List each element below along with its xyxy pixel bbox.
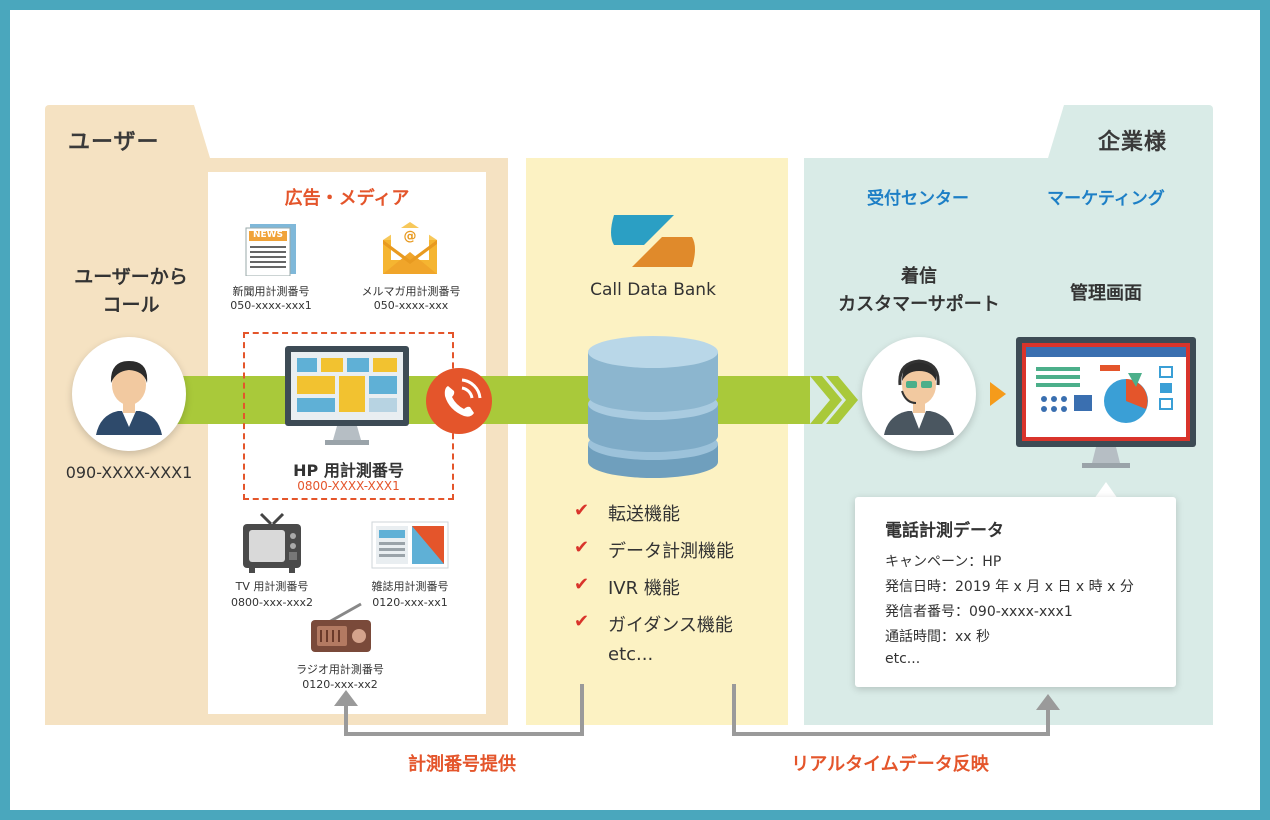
- feature-guidance: ガイダンス機能: [608, 615, 733, 636]
- user-tab-slant: [188, 105, 210, 158]
- provide-number-label: 計測番号提供: [408, 754, 516, 775]
- realtime-reflect-label: リアルタイムデータ反映: [791, 754, 989, 775]
- caller-line1: ユーザーから: [74, 266, 188, 288]
- tv-icon: [243, 512, 301, 573]
- radio-icon: [311, 602, 371, 652]
- marketing-title: マーケティング: [1047, 189, 1165, 209]
- mailmag-label: メルマガ用計測番号: [361, 285, 461, 298]
- bottom-connectors: [334, 684, 1060, 736]
- incoming-line2: カスタマーサポート: [838, 294, 1000, 315]
- mail-icon-text: @: [403, 229, 417, 244]
- admin-screen-title: 管理画面: [1070, 283, 1142, 304]
- user-avatar-circle: [72, 337, 186, 451]
- feature-ivr: IVR 機能: [608, 578, 680, 599]
- feature-transfer: 転送機能: [608, 504, 680, 525]
- media-title: 広告・メディア: [284, 188, 410, 209]
- radio-number: 0120-xxx-xx2: [302, 678, 378, 691]
- magazine-label: 雑誌用計測番号: [371, 580, 449, 593]
- caller-line2: コール: [102, 294, 160, 316]
- phone-call-icon: [426, 368, 492, 434]
- data-card-line: 通話時間：xx 秒: [885, 629, 991, 645]
- biz-tab-label: 企業様: [1098, 130, 1168, 155]
- biz-tab: [1063, 105, 1213, 165]
- operator-avatar-circle: [862, 337, 976, 451]
- newspaper-icon-text: NEWS: [252, 230, 284, 240]
- operator-headset-icon: [884, 359, 954, 435]
- data-card-line: キャンペーン：HP: [885, 554, 1002, 570]
- magazine-number: 0120-xxx-xx1: [372, 596, 448, 609]
- newspaper-label: 新聞用計測番号: [232, 285, 310, 298]
- newspaper-number: 050-xxxx-xxx1: [230, 299, 312, 312]
- magazine-icon: [371, 521, 449, 569]
- data-card-more: etc...: [885, 651, 921, 667]
- admin-monitor-icon: [1016, 337, 1196, 468]
- user-tab-label: ユーザー: [68, 130, 160, 155]
- biz-tab-slant: [1048, 105, 1070, 158]
- user-tab: [45, 105, 195, 165]
- caller-number: 090-XXXX-XXX1: [65, 463, 193, 482]
- tv-number: 0800-xxx-xxx2: [231, 596, 313, 609]
- check-icon: ✔: [574, 611, 590, 632]
- feature-more: etc...: [608, 644, 654, 665]
- monitor-icon: [285, 346, 409, 445]
- incoming-line1: 着信: [901, 266, 937, 287]
- data-card-line: 発信者番号：090-xxxx-xxx1: [885, 604, 1073, 620]
- data-card-title: 電話計測データ: [885, 521, 1004, 541]
- arrow-right-icon: [990, 382, 1006, 406]
- phone-data-card: [855, 497, 1176, 687]
- reception-title: 受付センター: [867, 189, 969, 209]
- check-icon: ✔: [574, 574, 590, 595]
- card-pointer: [1094, 482, 1118, 499]
- check-icon: ✔: [574, 537, 590, 558]
- cdb-logo-icon: [611, 215, 695, 267]
- user-avatar-icon: [96, 361, 162, 435]
- radio-label: ラジオ用計測番号: [296, 663, 384, 676]
- cdb-brand: Call Data Bank: [590, 280, 716, 300]
- mail-icon: [383, 222, 437, 274]
- tv-label: TV 用計測番号: [235, 580, 309, 593]
- database-icon: [588, 336, 718, 478]
- hp-label: HP 用計測番号: [293, 461, 404, 480]
- data-card-line: 発信日時：2019 年 x 月 x 日 x 時 x 分: [885, 579, 1134, 595]
- mailmag-number: 050-xxxx-xxx: [373, 299, 449, 312]
- check-icon: ✔: [574, 500, 590, 521]
- hp-number: 0800-XXXX-XXX1: [297, 479, 400, 493]
- feature-data-measure: データ計測機能: [608, 541, 734, 562]
- newspaper-icon: [245, 224, 296, 276]
